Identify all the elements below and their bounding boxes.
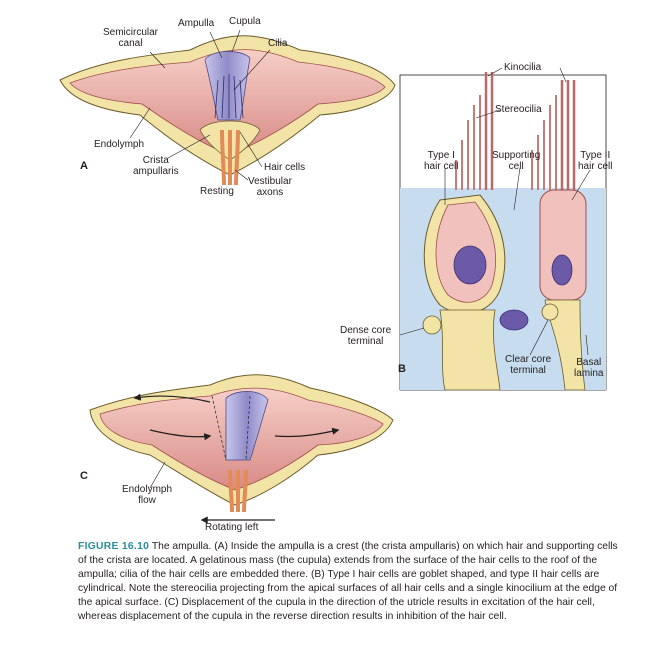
type-ii-nucleus-b xyxy=(551,254,573,286)
vestibular-axons-a xyxy=(220,129,240,186)
label-cilia: Cilia xyxy=(268,38,288,49)
label-semicircular-canal: Semicircular canal xyxy=(103,27,159,49)
caption-title: FIGURE 16.10 xyxy=(78,541,150,552)
label-clear-core-terminal: Clear core terminal xyxy=(505,354,552,376)
label-cupula: Cupula xyxy=(229,16,261,27)
clear-core-terminal-b xyxy=(541,303,559,321)
label-basal-lamina: Basal lamina xyxy=(574,357,604,379)
cupula-resting-outline-c xyxy=(211,395,251,461)
cilia-a xyxy=(214,74,244,119)
label-dense-core-terminal: Dense core terminal xyxy=(340,325,392,347)
label-ampulla: Ampulla xyxy=(178,18,215,29)
label-resting: Resting xyxy=(200,186,234,197)
label-stereocilia: Stereocilia xyxy=(495,104,542,115)
label-endolymph: Endolymph xyxy=(94,139,145,150)
panel-letter-b: B xyxy=(398,363,406,375)
panel-a-drawing xyxy=(59,29,396,186)
nerve-fibers-b xyxy=(439,299,586,391)
dense-core-terminal-b xyxy=(422,315,442,335)
figure-caption: FIGURE 16.10 The ampulla. (A) Inside the… xyxy=(78,540,623,624)
kinocilia-b xyxy=(484,72,576,190)
leader-line-endolymph-flow-c xyxy=(149,461,166,489)
panel-c-drawing xyxy=(89,374,394,524)
label-crista-ampullaris: Crista ampullaris xyxy=(133,155,179,177)
vestibular-axons-c xyxy=(228,469,248,513)
label-rotating-left: Rotating left xyxy=(205,522,259,533)
label-endolymph-flow: Endolymph flow xyxy=(122,484,173,506)
supporting-cell-nucleus-b xyxy=(499,309,529,331)
label-hair-cells: Hair cells xyxy=(264,162,306,173)
cupula-c xyxy=(225,391,269,461)
flow-arrow-right-c xyxy=(274,427,340,438)
leader-lines-b xyxy=(399,67,591,356)
stereocilia-b xyxy=(455,95,557,190)
label-type-i-hair-cell: Type I hair cell xyxy=(424,150,459,172)
panel-letter-c: C xyxy=(80,470,88,482)
label-type-ii-hair-cell: Type II hair cell xyxy=(578,150,613,172)
flow-arrow-left-c xyxy=(133,393,211,403)
panel-letter-a: A xyxy=(80,160,88,172)
panel-b-drawing xyxy=(399,67,607,391)
caption-text: The ampulla. (A) Inside the ampulla is a… xyxy=(78,541,618,622)
flow-arrow-mid-c xyxy=(149,429,212,441)
leader-lines-a xyxy=(129,29,271,181)
label-kinocilia: Kinocilia xyxy=(504,62,542,73)
type-i-nucleus-b xyxy=(453,245,487,285)
label-supporting-cell: Supporting cell xyxy=(492,150,541,172)
label-vestibular-axons: Vestibular axons xyxy=(248,176,292,198)
